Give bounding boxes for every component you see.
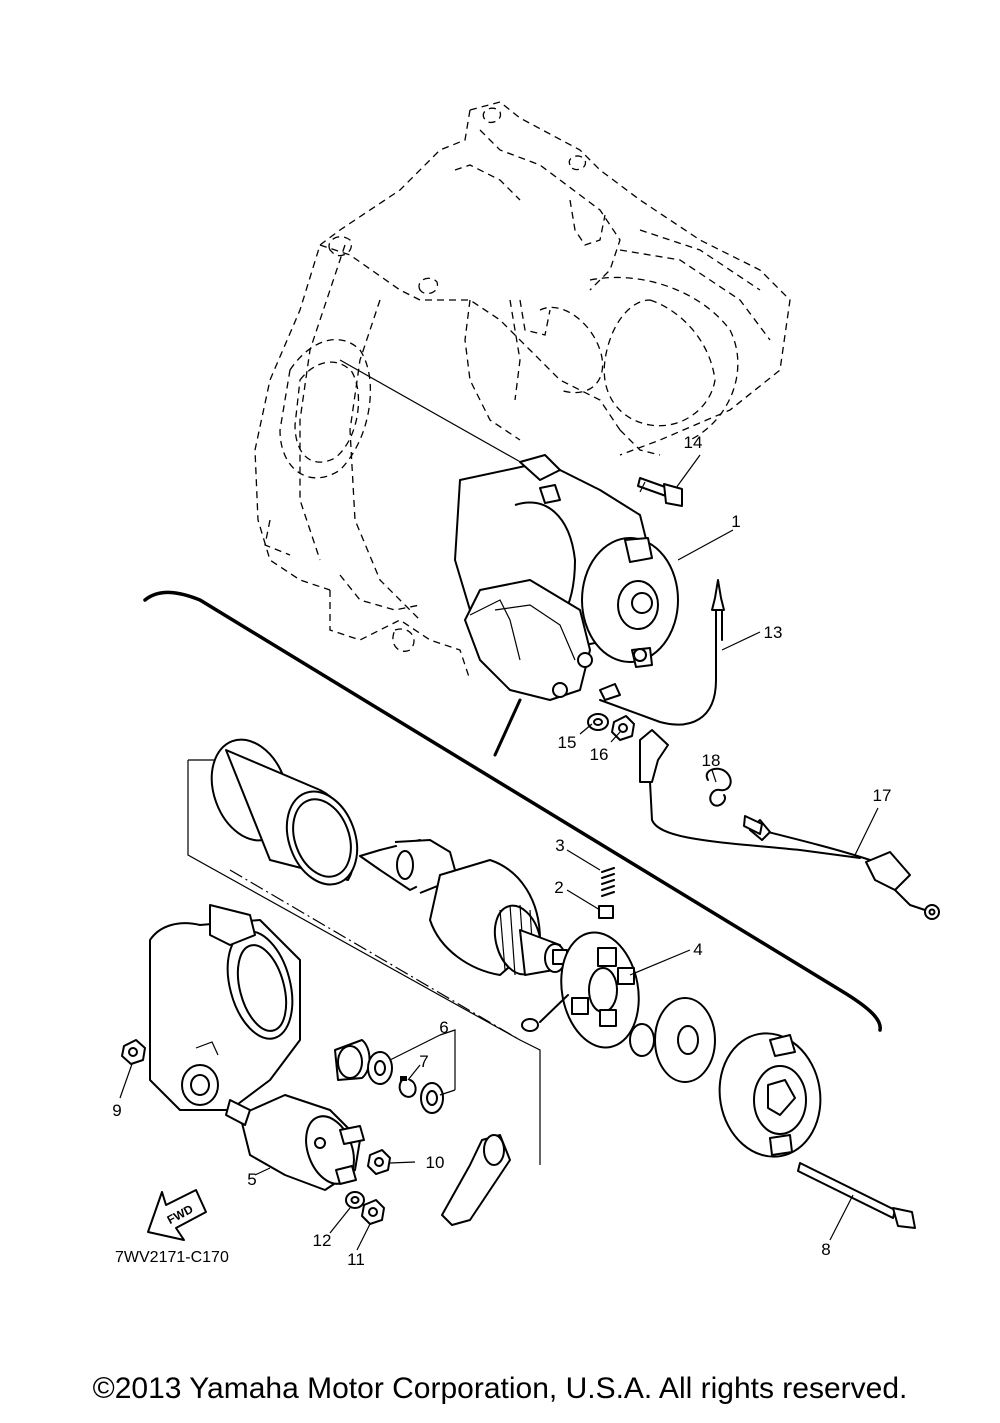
front-bracket	[149, 904, 301, 1111]
copyright-notice: ©2013 Yamaha Motor Corporation, U.S.A. A…	[92, 1372, 908, 1405]
fwd-arrow: FWD	[147, 1189, 207, 1241]
starter-motor-assembly	[454, 454, 679, 701]
part-10-nut	[367, 1149, 391, 1175]
callout-15: 15	[558, 733, 577, 752]
part-4-brush-holder	[521, 931, 640, 1049]
callout-18: 18	[702, 751, 721, 770]
callout-1: 1	[731, 512, 740, 531]
part-8-through-bolt	[797, 1162, 916, 1229]
part-3-brush-spring	[601, 867, 615, 897]
part-13-lead-wire	[599, 579, 725, 726]
leader-lines	[119, 454, 879, 1251]
middle-collars	[334, 997, 716, 1114]
detail-indicator-line	[493, 698, 522, 757]
callout-7: 7	[419, 1052, 428, 1071]
callout-14: 14	[684, 433, 703, 452]
starter-yoke	[210, 738, 359, 886]
callout-numbers: 1 2 3 4 5 6 7 8 9 10 11 12 13 14 15 16 1…	[112, 433, 891, 1269]
part-17-battery-cable	[639, 729, 940, 920]
callout-10: 10	[426, 1153, 445, 1172]
callout-6: 6	[439, 1018, 448, 1037]
callout-12: 12	[313, 1231, 332, 1250]
part-9-nut	[121, 1039, 146, 1065]
part-7-circlip	[398, 1076, 417, 1098]
callout-16: 16	[590, 745, 609, 764]
callout-11: 11	[347, 1250, 365, 1269]
part-12-washer	[345, 1191, 365, 1209]
callout-2: 2	[554, 878, 563, 897]
callout-13: 13	[764, 623, 783, 642]
part-5-solenoid	[225, 1094, 365, 1191]
exploded-view-bracket	[143, 590, 882, 1032]
callout-3: 3	[555, 836, 564, 855]
starter-armature	[359, 839, 568, 976]
callout-8: 8	[821, 1240, 830, 1259]
part-11-nut	[361, 1199, 385, 1225]
diagram-code: 7WV2171-C170	[115, 1249, 229, 1266]
callout-9: 9	[112, 1101, 121, 1120]
callout-4: 4	[693, 940, 702, 959]
callout-5: 5	[247, 1170, 256, 1189]
crankcase-outline	[254, 101, 791, 681]
part-18-clip	[705, 767, 732, 807]
callout-17: 17	[873, 786, 892, 805]
part-14-bolt	[637, 477, 683, 507]
part-2-brush	[598, 905, 614, 919]
part-15-washer	[587, 713, 609, 731]
part-8-end-cover	[718, 1032, 822, 1158]
shift-lever	[441, 1134, 511, 1226]
